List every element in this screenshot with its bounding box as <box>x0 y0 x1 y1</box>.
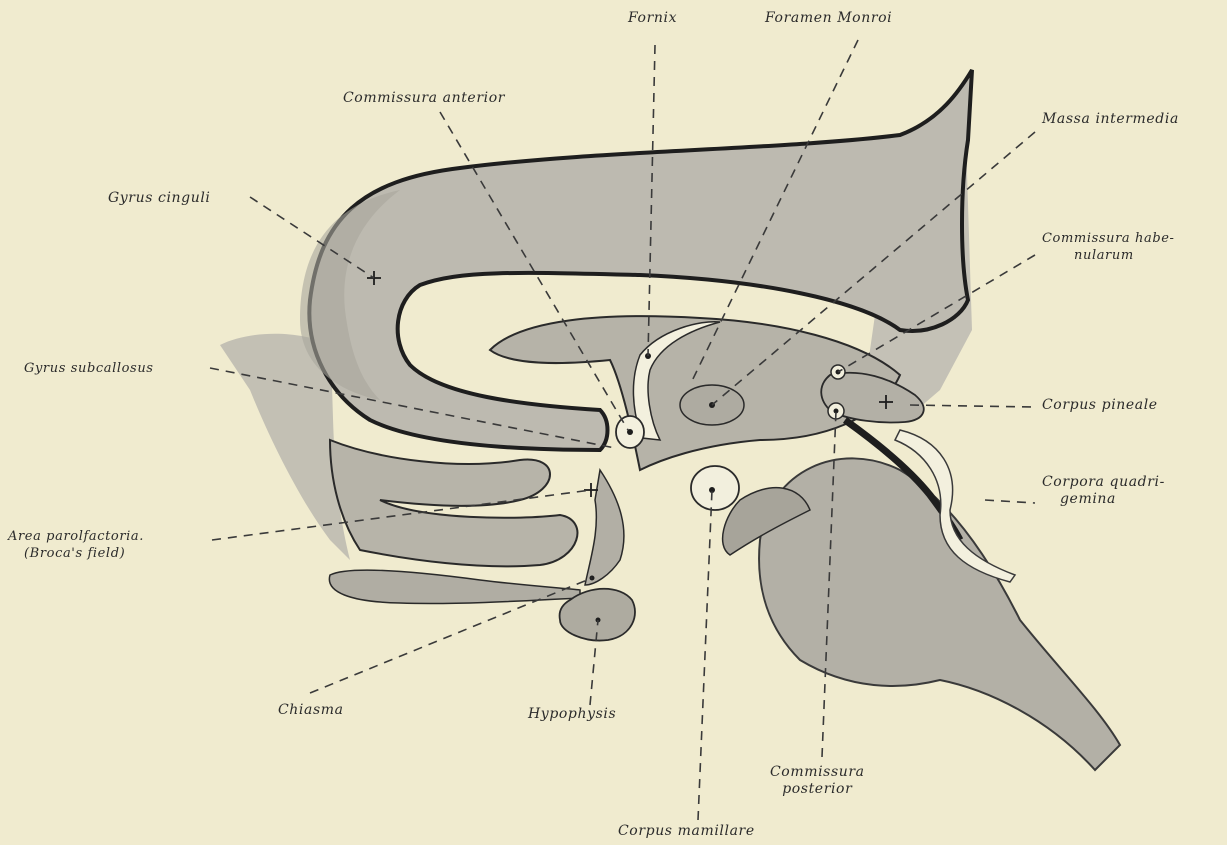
label-gyrus-cinguli: Gyrus cinguli <box>108 190 211 207</box>
frontal-gyri <box>330 440 577 566</box>
label-corpus-pineale: Corpus pineale <box>1042 397 1158 414</box>
label-corpus-mamillare: Corpus mamillare <box>618 823 755 840</box>
label-commissura-habenularum: Commissura habe- nularum <box>1042 230 1175 264</box>
label-commissura-posterior-line1: Commissura <box>770 764 865 781</box>
label-commissura-anterior: Commissura anterior <box>343 90 505 107</box>
label-commissura-habenularum-line2: nularum <box>1042 247 1175 264</box>
label-hypophysis: Hypophysis <box>528 706 616 723</box>
label-commissura-posterior: Commissura posterior <box>770 764 865 798</box>
label-area-parolfactoria: Area parolfactoria. (Broca's field) <box>8 528 144 562</box>
label-commissura-posterior-line2: posterior <box>770 781 865 798</box>
label-massa-intermedia: Massa intermedia <box>1042 111 1179 128</box>
label-area-parolfactoria-line2: (Broca's field) <box>8 545 144 562</box>
label-commissura-habenularum-line1: Commissura habe- <box>1042 230 1175 247</box>
label-fornix: Fornix <box>628 10 677 27</box>
label-area-parolfactoria-line1: Area parolfactoria. <box>8 528 144 545</box>
label-foramen-monroi: Foramen Monroi <box>765 10 892 27</box>
olfactory-tract <box>329 570 580 603</box>
label-corpora-quadrigemina-line1: Corpora quadri- <box>1042 474 1165 491</box>
label-gyrus-subcallosus: Gyrus subcallosus <box>24 360 154 377</box>
mamillary-body-shape <box>691 466 739 510</box>
label-corpora-quadrigemina: Corpora quadri- gemina <box>1042 474 1165 508</box>
label-corpora-quadrigemina-line2: gemina <box>1042 491 1165 508</box>
label-chiasma: Chiasma <box>278 702 344 719</box>
